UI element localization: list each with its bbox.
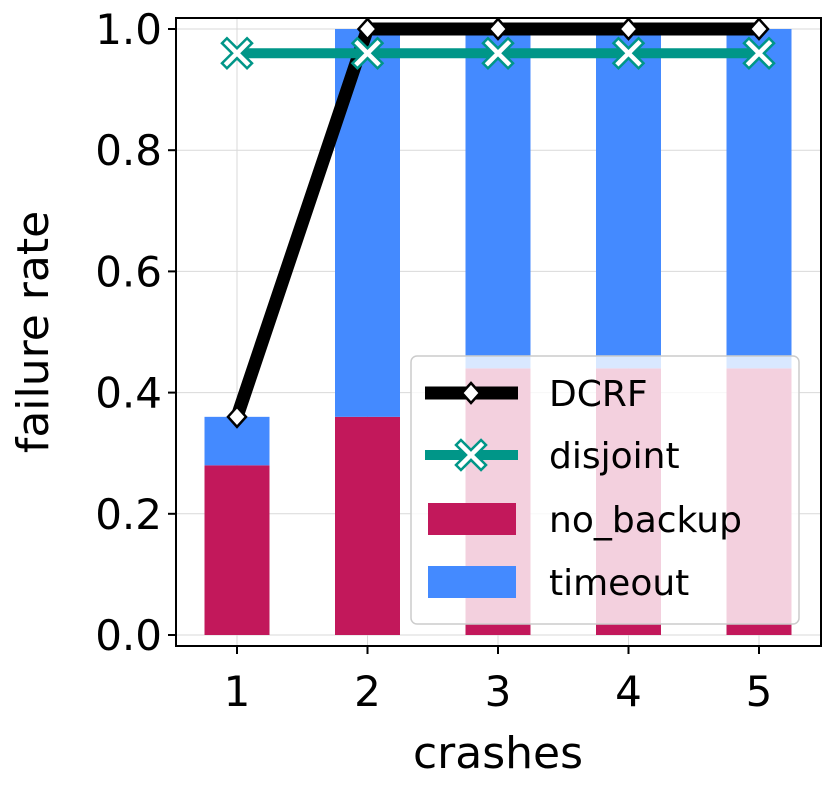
- x-tick-label: 1: [224, 667, 251, 716]
- marker-disjoint: [742, 36, 776, 71]
- x-axis-label: crashes: [413, 728, 583, 779]
- marker-DCRF: [226, 404, 248, 429]
- legend-marker-disjoint: [454, 438, 488, 472]
- bar-timeout: [596, 29, 661, 369]
- y-tick-label: 0.6: [95, 247, 162, 296]
- bar-no_backup: [204, 465, 270, 635]
- marker-DCRF: [748, 17, 770, 41]
- y-axis-label: failure rate: [8, 211, 59, 453]
- y-tick-label: 0.0: [95, 611, 162, 660]
- bar-no_backup: [335, 416, 400, 635]
- legend-swatch-timeout: [428, 566, 516, 598]
- bar-timeout: [726, 29, 792, 369]
- legend-box: [410, 355, 800, 625]
- legend-label-timeout: timeout: [549, 563, 689, 604]
- x-tick-label: 4: [615, 667, 642, 716]
- marker-disjoint: [611, 36, 646, 71]
- legend-label-disjoint: disjoint: [549, 436, 680, 477]
- series-lines: [220, 17, 776, 429]
- legend-swatch-no_backup: [428, 503, 516, 535]
- legend-label-no_backup: no_backup: [549, 500, 742, 541]
- bar-timeout: [465, 29, 531, 369]
- marker-disjoint: [220, 36, 254, 71]
- y-tick-label: 1.0: [95, 5, 162, 54]
- x-tick-label: 3: [485, 667, 512, 716]
- marker-DCRF: [617, 17, 640, 41]
- x-tick-label: 5: [746, 667, 773, 716]
- y-tick-label: 0.4: [95, 369, 162, 418]
- legend-marker-DCRF: [460, 381, 482, 405]
- y-tick-label: 0.8: [95, 126, 162, 175]
- y-tick-label: 0.2: [95, 490, 162, 539]
- marker-disjoint: [481, 36, 515, 71]
- marker-DCRF: [487, 17, 509, 41]
- axes: 0.0 0.2 0.4 0.6 0.8 1.0 1 2 3 4 5: [95, 5, 772, 716]
- marker-disjoint: [350, 36, 385, 71]
- legend-label-DCRF: DCRF: [549, 374, 648, 415]
- marker-DCRF: [356, 17, 379, 41]
- x-tick-label: 2: [354, 667, 381, 716]
